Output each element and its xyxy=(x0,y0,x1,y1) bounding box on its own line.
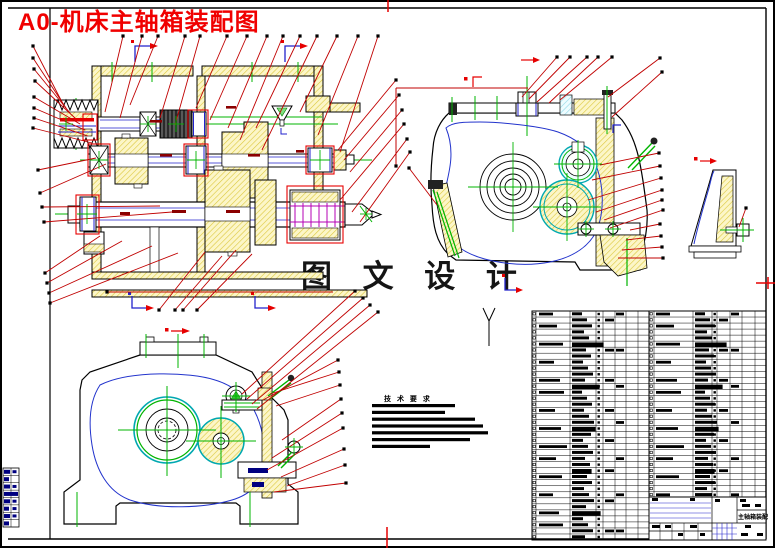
input-shaft xyxy=(50,98,338,150)
notes-lines xyxy=(372,404,488,448)
page-title: A0-机床主轴箱装配图 xyxy=(18,8,260,36)
notes-heading: 技 术 要 求 xyxy=(384,394,432,403)
side-view-bottom-left xyxy=(64,328,300,527)
oil-funnel xyxy=(272,106,292,134)
detail-view-right xyxy=(689,157,754,258)
spindle-shaft xyxy=(55,166,381,272)
margin-revision-strip xyxy=(3,468,19,527)
surface-finish-symbol xyxy=(483,308,495,346)
title-block: 主轴箱装配 xyxy=(649,497,768,540)
title-block-drawing-name: 主轴箱装配 xyxy=(738,513,768,521)
watermark: 图 文 设 计 xyxy=(301,259,528,294)
technical-notes: 技 术 要 求 xyxy=(372,394,488,448)
